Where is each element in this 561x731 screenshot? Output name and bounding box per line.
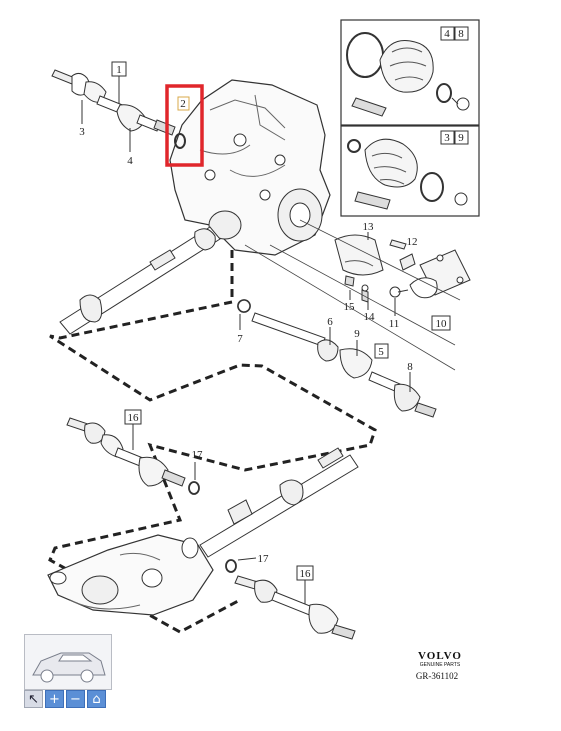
propeller-shaft-rear[interactable] (199, 447, 359, 558)
callout-17-lower: 17 (258, 553, 270, 565)
box-1-label: 1 (116, 64, 122, 76)
callout-13: 13 (363, 221, 375, 233)
seal-ring-2[interactable] (174, 133, 186, 149)
reference-code: GR-361102 (416, 671, 458, 681)
callout-8: 8 (407, 361, 413, 373)
kit-box-9-label: 9 (458, 132, 464, 144)
assembly-boundary-dashes (48, 250, 377, 634)
bolt-12[interactable] (389, 239, 407, 250)
highlight-frame (165, 84, 204, 167)
kit-box-4-label: 4 (444, 28, 450, 40)
kit-box-8-label: 8 (458, 28, 464, 40)
callout-4: 4 (127, 155, 133, 167)
box-10-label: 10 (436, 318, 448, 330)
car-outline-icon (32, 652, 106, 683)
bolt-15[interactable] (344, 275, 355, 287)
seal-ring-17-upper[interactable] (188, 481, 200, 495)
brand-tagline: GENUINE PARTS (420, 662, 461, 668)
leader-17-lower (237, 557, 257, 561)
intermediate-shaft[interactable] (251, 312, 437, 418)
seal-ring-17-lower[interactable] (225, 559, 237, 573)
propeller-shaft-front[interactable] (59, 226, 221, 335)
home-button[interactable]: ⌂ (87, 690, 106, 708)
rear-differential[interactable] (47, 534, 214, 616)
box-5-label: 5 (378, 346, 384, 358)
boot-kit-inset-bottom[interactable] (340, 125, 480, 217)
kit-box-8[interactable] (454, 26, 469, 41)
box-10[interactable] (431, 315, 451, 331)
front-drive-shaft-left[interactable] (51, 69, 176, 136)
box-5[interactable] (374, 343, 389, 359)
callout-17-upper: 17 (192, 449, 204, 461)
callout-7: 7 (237, 333, 243, 345)
rear-drive-shaft-upper[interactable] (66, 417, 186, 487)
circlip-7[interactable] (237, 299, 251, 313)
kit-box-9[interactable] (454, 130, 469, 145)
select-tool-button[interactable]: ↖ (24, 690, 43, 708)
callout-12: 12 (407, 236, 418, 248)
kit-box-4[interactable] (440, 26, 455, 41)
highlight-label-box[interactable] (177, 96, 190, 111)
callout-6: 6 (327, 316, 333, 328)
callout-9: 9 (354, 328, 360, 340)
support-bearing-bracket[interactable] (334, 234, 471, 299)
highlight-label: 2 (180, 98, 186, 110)
rear-drive-shaft-lower[interactable] (234, 575, 356, 640)
bolt-14[interactable] (361, 284, 369, 303)
overview-thumbnail[interactable] (24, 634, 112, 690)
viewer-toolbar: ↖ + − ⌂ (24, 690, 106, 708)
zoom-in-button[interactable]: + (45, 690, 64, 708)
transmission-housing[interactable] (169, 79, 331, 256)
zoom-out-button[interactable]: − (66, 690, 85, 708)
box-16-lower-label: 16 (300, 568, 312, 580)
callout-11: 11 (389, 318, 400, 330)
kit-box-3[interactable] (440, 130, 455, 145)
callout-14: 14 (364, 311, 376, 323)
box-16-upper-label: 16 (128, 412, 140, 424)
guide-lines (244, 219, 461, 371)
callout-3: 3 (79, 126, 85, 138)
kit-box-3-label: 3 (444, 132, 450, 144)
brand-name: VOLVO (418, 650, 462, 662)
bolt-11[interactable] (389, 286, 409, 298)
